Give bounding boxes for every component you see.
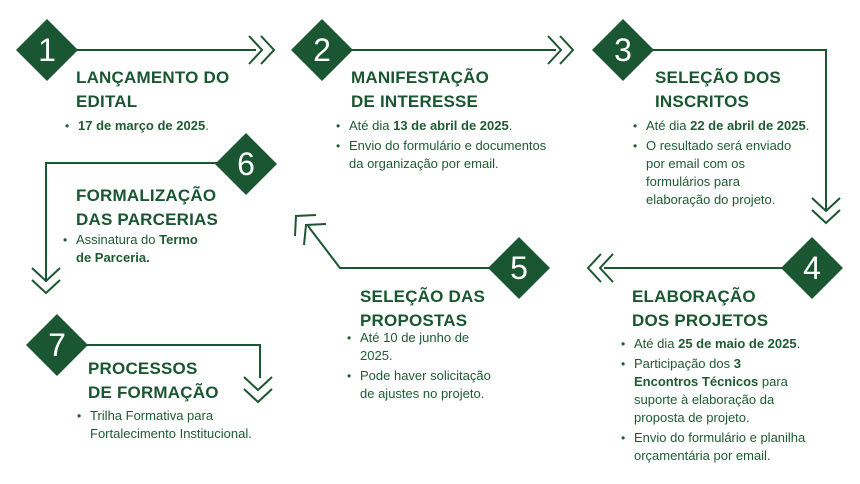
chevron-left-icon: [586, 253, 602, 283]
title-line: INSCRITOS: [655, 92, 750, 111]
detail-text-bold: 3 Encontros Técnicos: [634, 356, 759, 389]
title-line: PROCESSOS: [88, 359, 198, 378]
detail-text: Trilha Formativa para Fortalecimento Ins…: [90, 408, 252, 441]
step-6-title: FORMALIZAÇÃO DAS PARCERIAS: [76, 184, 218, 232]
chevron-right-icon: [260, 35, 276, 65]
detail-text: Até dia: [634, 336, 679, 351]
title-line: DE FORMAÇÃO: [88, 383, 219, 402]
detail-item: Envio do formulário e documentos da orga…: [336, 137, 579, 173]
step-3-diamond: [592, 19, 654, 81]
step-1-diamond: [16, 19, 78, 81]
detail-item: Pode haver solicitação de ajustes no pro…: [347, 367, 520, 403]
step-6-number: 6: [237, 145, 255, 182]
step-7-title: PROCESSOS DE FORMAÇÃO: [88, 357, 219, 405]
detail-text: Até dia: [349, 118, 394, 133]
detail-text: .: [205, 118, 209, 133]
detail-text: Envio do formulário e planilha orçamentá…: [634, 430, 806, 463]
step-5-details: Até 10 de junho de 2025. Pode haver solic…: [347, 329, 520, 405]
step-2-number: 2: [313, 31, 331, 68]
detail-item: O resultado será enviado por email com o…: [633, 137, 836, 209]
detail-text: para suporte à elaboração da proposta de…: [634, 374, 788, 425]
step-1-number: 1: [38, 31, 56, 68]
connector-6-7: [45, 162, 220, 280]
detail-text: Pode haver solicitação de ajustes no pro…: [360, 368, 491, 401]
detail-item: Até dia 25 de maio de 2025.: [621, 335, 856, 353]
detail-text-bold: 13 de abril de 2025: [393, 118, 509, 133]
detail-text: .: [805, 118, 810, 133]
detail-item: Até dia 22 de abril de 2025.: [633, 117, 836, 135]
detail-text-bold: 17 de março de 2025: [78, 118, 206, 133]
detail-text: O resultado será enviado por email com o…: [646, 138, 792, 207]
step-6-details: Assinatura do Termo de Parceria.: [63, 231, 256, 269]
detail-text: Até dia: [646, 118, 691, 133]
step-7-details: Trilha Formativa para Fortalecimento Ins…: [77, 407, 310, 445]
title-line: DOS PROJETOS: [632, 311, 769, 330]
chevron-up-left-icon: [303, 223, 327, 246]
step-4-details: Até dia 25 de maio de 2025. Participação …: [621, 335, 856, 467]
step-1-title: LANÇAMENTO DO EDITAL: [76, 66, 229, 114]
detail-text: Participação dos: [634, 356, 734, 371]
detail-text: Assinatura do: [76, 232, 160, 247]
detail-item: 17 de março de 2025.: [65, 117, 258, 135]
title-line: ELABORAÇÃO: [632, 287, 756, 306]
detail-text-bold: 22 de abril de 2025: [690, 118, 806, 133]
detail-item: Até dia 13 de abril de 2025.: [336, 117, 579, 135]
chevron-right-icon: [547, 35, 563, 65]
step-3-number: 3: [614, 31, 632, 68]
step-5-number: 5: [510, 249, 528, 286]
detail-text-bold: Termo de Parceria.: [76, 232, 198, 265]
chevron-up-left-icon: [294, 214, 317, 237]
step-2-details: Até dia 13 de abril de 2025. Envio do for…: [336, 117, 579, 175]
step-1-details: 17 de março de 2025.: [65, 117, 258, 137]
step-4-number: 4: [803, 249, 821, 286]
detail-text: Envio do formulário e documentos da orga…: [349, 138, 547, 171]
step-2-title: MANIFESTAÇÃO DE INTERESSE: [351, 66, 489, 114]
step-4-diamond: [781, 237, 843, 299]
step-3-details: Até dia 22 de abril de 2025. O resultado …: [633, 117, 836, 211]
detail-text: .: [508, 118, 513, 133]
detail-item: Até 10 de junho de 2025.: [347, 329, 520, 365]
connector-7-end: [86, 344, 261, 378]
step-3-title: SELEÇÃO DOS INSCRITOS: [655, 66, 781, 114]
chevron-down-icon: [811, 209, 841, 225]
step-2-diamond: [291, 19, 353, 81]
chevron-down-icon: [31, 279, 61, 295]
detail-item: Trilha Formativa para Fortalecimento Ins…: [77, 407, 310, 443]
detail-item: Assinatura do Termo de Parceria.: [63, 231, 256, 267]
title-line: FORMALIZAÇÃO: [76, 186, 217, 205]
detail-text: .: [796, 336, 801, 351]
chevron-down-icon: [31, 267, 61, 283]
connector-5-6: [307, 225, 492, 269]
step-7-diamond: [26, 314, 88, 376]
detail-text-bold: 25 de maio de 2025: [678, 336, 797, 351]
chevron-right-icon: [559, 35, 575, 65]
title-line: DAS PARCERIAS: [76, 210, 219, 229]
step-5-title: SELEÇÃO DAS PROPOSTAS: [360, 285, 485, 333]
detail-text: Até 10 de junho de 2025.: [360, 330, 470, 363]
step-4-title: ELABORAÇÃO DOS PROJETOS: [632, 285, 768, 333]
chevron-right-icon: [248, 35, 264, 65]
detail-item: Participação dos 3 Encontros Técnicos pa…: [621, 355, 856, 427]
detail-item: Envio do formulário e planilha orçamentá…: [621, 429, 856, 465]
title-line: SELEÇÃO DAS: [360, 287, 485, 306]
step-7-number: 7: [48, 326, 66, 363]
chevron-down-icon: [243, 376, 273, 392]
chevron-left-icon: [598, 253, 614, 283]
title-line: EDITAL: [76, 92, 138, 111]
title-line: LANÇAMENTO DO: [76, 68, 230, 87]
title-line: PROPOSTAS: [360, 311, 468, 330]
title-line: DE INTERESSE: [351, 92, 479, 111]
title-line: SELEÇÃO DOS: [655, 68, 781, 87]
title-line: MANIFESTAÇÃO: [351, 68, 490, 87]
step-5-diamond: [488, 237, 550, 299]
step-6-diamond: [215, 133, 277, 195]
chevron-down-icon: [243, 388, 273, 404]
